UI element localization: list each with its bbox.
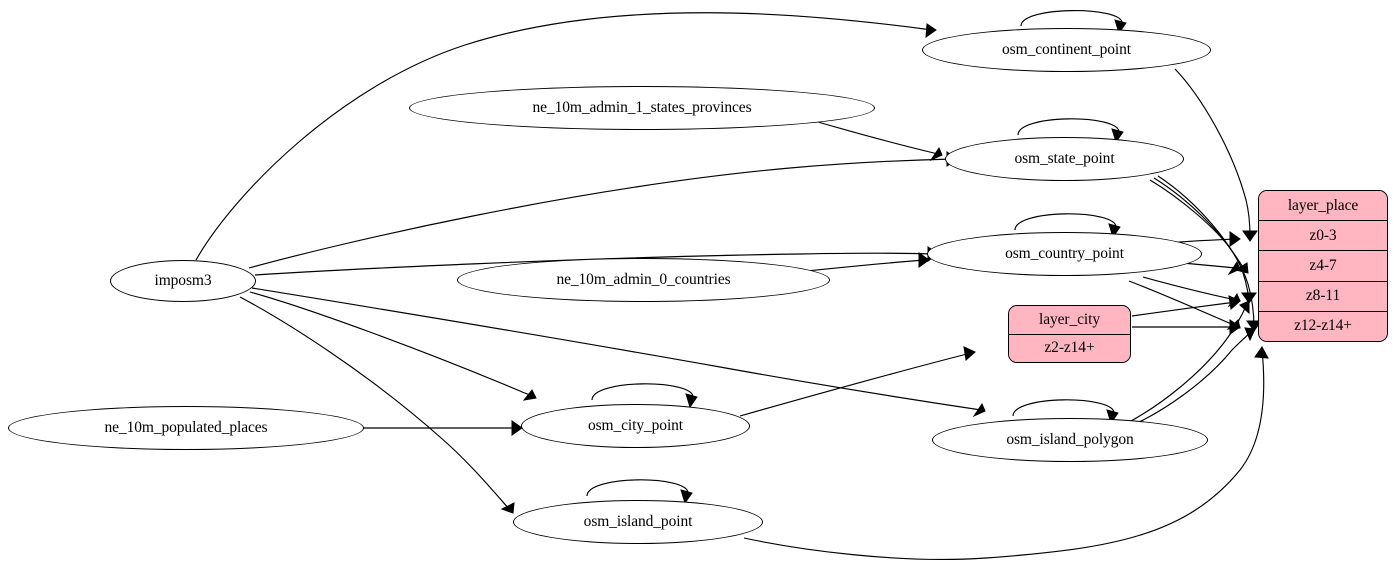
layer-city-row-z2-z14-label: z2-z14+ xyxy=(1044,339,1095,357)
layer-city-title: layer_city xyxy=(1009,306,1130,334)
layer-place-row-z8-11-label: z8-11 xyxy=(1305,287,1341,305)
node-layer-place[interactable]: layer_place z0-3 z4-7 z8-11 z12-z14+ xyxy=(1258,190,1388,342)
layer-place-row-z0-3[interactable]: z0-3 xyxy=(1259,220,1387,251)
layer-place-row-z12-z14-label: z12-z14+ xyxy=(1294,317,1352,335)
node-osm-country-point-label: osm_country_point xyxy=(1005,245,1124,262)
layer-city-row-z2-z14[interactable]: z2-z14+ xyxy=(1009,333,1130,362)
node-osm-country-point[interactable]: osm_country_point xyxy=(927,232,1202,276)
node-ne-10m-populated-places-label: ne_10m_populated_places xyxy=(104,419,268,436)
node-imposm3[interactable]: imposm3 xyxy=(110,260,256,302)
node-ne-10m-admin-1-states-provinces-label: ne_10m_admin_1_states_provinces xyxy=(532,99,752,116)
layer-place-row-z0-3-label: z0-3 xyxy=(1309,226,1337,244)
layer-place-row-z12-z14[interactable]: z12-z14+ xyxy=(1259,310,1387,341)
node-osm-state-point[interactable]: osm_state_point xyxy=(945,137,1184,181)
node-osm-continent-point-label: osm_continent_point xyxy=(1002,41,1131,58)
layer-place-title-label: layer_place xyxy=(1287,196,1359,214)
node-osm-city-point[interactable]: osm_city_point xyxy=(521,404,750,448)
node-layer-city[interactable]: layer_city z2-z14+ xyxy=(1008,305,1131,363)
node-ne-10m-populated-places[interactable]: ne_10m_populated_places xyxy=(8,406,364,450)
node-ne-10m-admin-1-states-provinces[interactable]: ne_10m_admin_1_states_provinces xyxy=(409,86,875,130)
node-imposm3-label: imposm3 xyxy=(154,272,212,289)
node-osm-island-polygon-label: osm_island_polygon xyxy=(1006,431,1134,448)
layer-place-row-z8-11[interactable]: z8-11 xyxy=(1259,280,1387,311)
layer-place-row-z4-7[interactable]: z4-7 xyxy=(1259,250,1387,281)
node-ne-10m-admin-0-countries-label: ne_10m_admin_0_countries xyxy=(556,271,731,288)
node-osm-continent-point[interactable]: osm_continent_point xyxy=(922,28,1211,72)
node-ne-10m-admin-0-countries[interactable]: ne_10m_admin_0_countries xyxy=(457,258,830,302)
layer-city-title-label: layer_city xyxy=(1039,310,1100,328)
node-osm-island-polygon[interactable]: osm_island_polygon xyxy=(932,418,1208,462)
node-osm-state-point-label: osm_state_point xyxy=(1014,150,1115,167)
layer-place-row-z4-7-label: z4-7 xyxy=(1309,257,1337,274)
node-osm-city-point-label: osm_city_point xyxy=(587,417,684,434)
node-osm-island-point-label: osm_island_point xyxy=(583,513,693,530)
node-osm-island-point[interactable]: osm_island_point xyxy=(513,500,763,544)
layer-place-title: layer_place xyxy=(1259,191,1387,221)
